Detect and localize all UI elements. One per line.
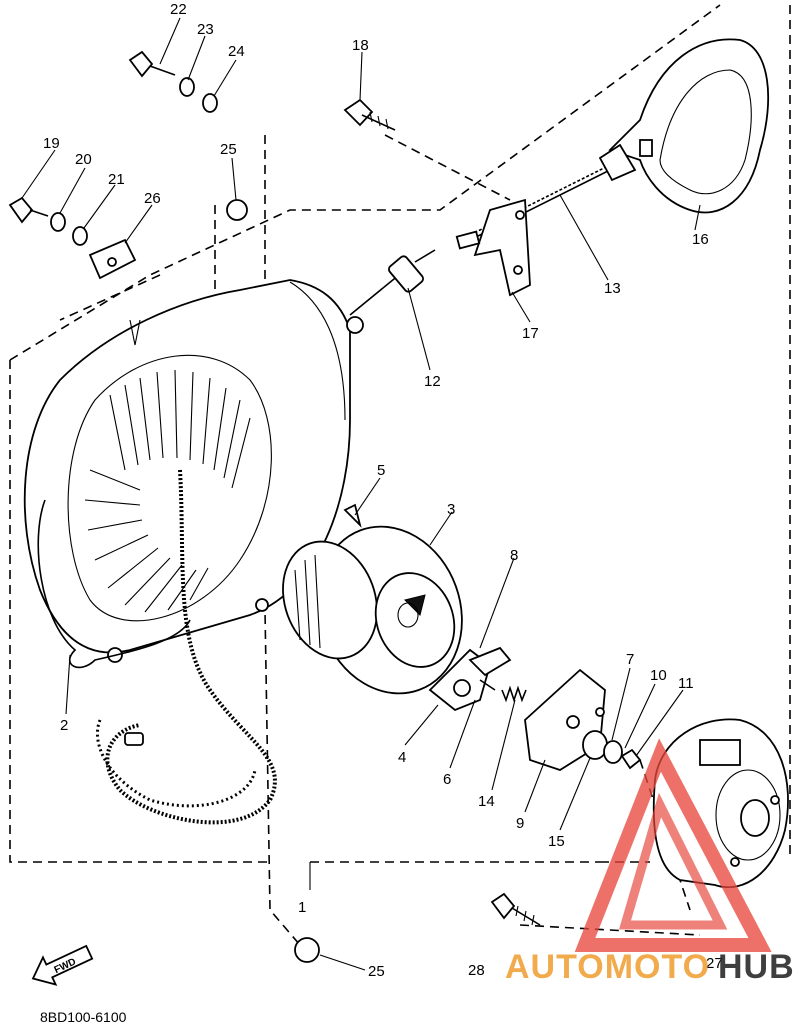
starter-pulley-cup (652, 718, 789, 889)
cable-sleeve (388, 255, 424, 293)
bolt-28 (490, 892, 541, 926)
label-12: 12 (424, 373, 441, 390)
label-21: 21 (108, 171, 125, 188)
label-11: 11 (678, 675, 694, 692)
bolt-group-19-21 (8, 196, 137, 280)
label-16: 16 (692, 231, 709, 248)
nut-25-bottom (294, 937, 366, 971)
label-4: 4 (398, 749, 406, 766)
nut-25-top (226, 199, 248, 221)
label-24: 24 (228, 43, 245, 60)
bolt-group-22-24 (128, 50, 248, 221)
case-tab (129, 319, 141, 346)
bracket-17 (455, 198, 531, 297)
forward-direction-badge: FWD (31, 944, 94, 986)
assembly-dashed-outline (9, 4, 791, 946)
label-15: 15 (548, 833, 565, 850)
label-18: 18 (352, 37, 369, 54)
case-mount-hole (255, 598, 269, 612)
label-3: 3 (447, 501, 455, 518)
starter-case (23, 279, 364, 669)
label-25-bottom: 25 (368, 963, 385, 980)
label-22: 22 (170, 1, 187, 18)
label-8: 8 (510, 547, 518, 564)
starter-handle (598, 38, 770, 214)
label-9: 9 (516, 815, 524, 832)
diagram-code: 8BD100-6100 (40, 1009, 127, 1025)
label-28: 28 (468, 962, 485, 979)
fwd-arrow-icon (31, 944, 94, 986)
label-13: 13 (604, 280, 621, 297)
case-mount-hole (346, 316, 364, 334)
bolt-18 (343, 98, 396, 131)
label-14: 14 (478, 793, 495, 810)
label-25-top: 25 (220, 141, 237, 158)
label-20: 20 (75, 151, 92, 168)
label-6: 6 (443, 771, 451, 788)
label-10: 10 (650, 667, 667, 684)
label-1: 1 (298, 899, 306, 916)
watermark-text-right: HUB (718, 948, 795, 986)
case-gasket (37, 499, 191, 669)
label-23: 23 (197, 21, 214, 38)
case-fins (84, 369, 251, 613)
label-2: 2 (60, 717, 68, 734)
automotohub-watermark: AUTOMOTO HUB (505, 738, 795, 986)
drive-plate (524, 668, 642, 771)
label-26: 26 (144, 190, 161, 207)
rope-clip (124, 732, 144, 746)
label-27: 27 (706, 955, 723, 972)
reel-assembly (282, 503, 463, 695)
callout-labels: 1 2 3 4 5 6 7 8 9 10 11 12 13 14 15 16 1… (43, 1, 723, 980)
label-5: 5 (377, 462, 385, 479)
label-7: 7 (626, 651, 634, 668)
ratchet-parts (428, 646, 512, 712)
watermark-triangle-logo (574, 738, 772, 952)
starter-rope-loop (95, 469, 277, 825)
watermark-text-left: AUTOMOTO (505, 948, 710, 986)
label-17: 17 (522, 325, 539, 342)
label-19: 19 (43, 135, 60, 152)
leader-lines (21, 17, 701, 890)
spring-14 (501, 685, 527, 703)
